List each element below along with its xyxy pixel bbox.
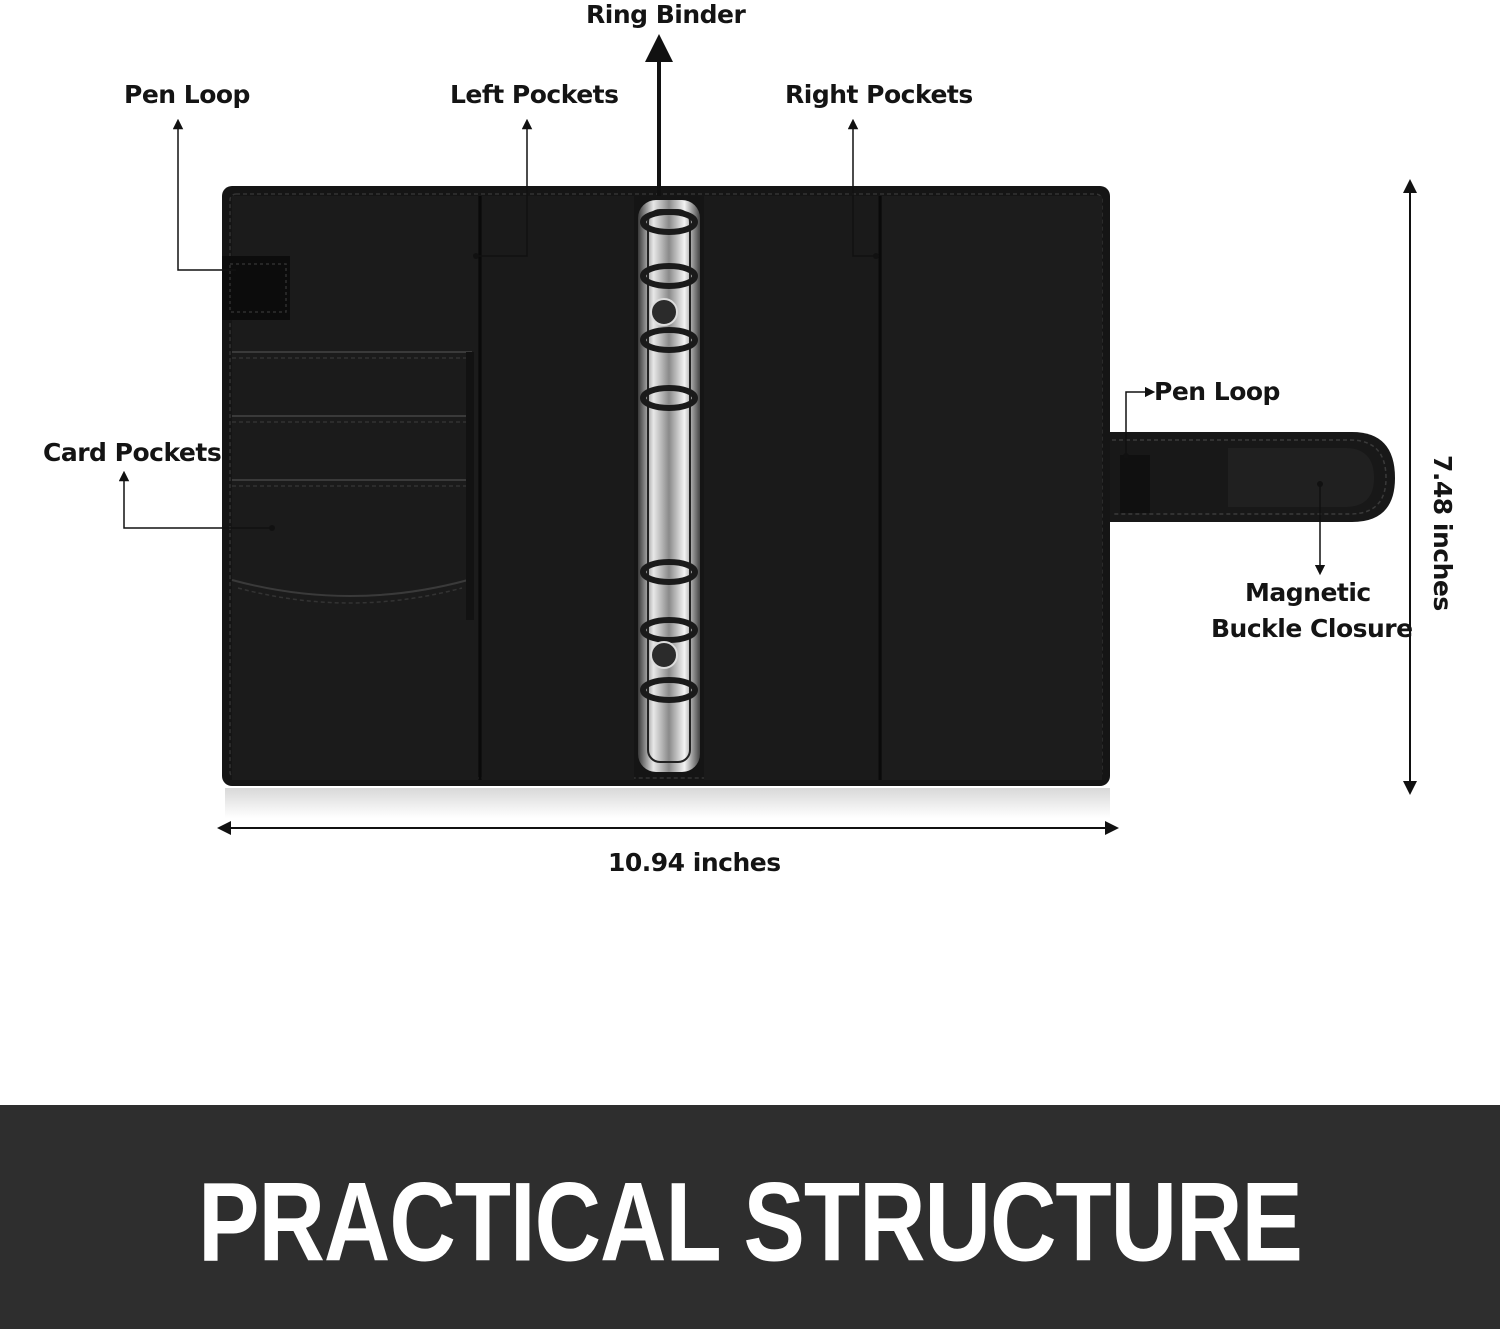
left-pen-loop-shape	[222, 256, 290, 320]
banner-title: PRACTICAL STRUCTURE	[198, 1160, 1303, 1285]
binder-reflection	[225, 788, 1110, 818]
right-inner-pocket	[704, 196, 880, 780]
product-diagram: Ring Binder Pen Loop Left Pockets Right …	[43, 0, 1457, 877]
card-pockets-label: Card Pockets	[43, 438, 222, 467]
magnetic-label-line2: Buckle Closure	[1211, 614, 1413, 643]
height-dimension-label: 7.48 inches	[1428, 455, 1457, 611]
card-pocket-shapes	[231, 351, 474, 620]
magnetic-label-line1: Magnetic	[1245, 578, 1371, 607]
right-cover-panel	[882, 196, 1102, 780]
binder-illustration	[118, 34, 1417, 835]
ring-binder-mechanism	[638, 200, 700, 772]
left-inner-pocket	[482, 196, 634, 780]
right-pockets-label: Right Pockets	[785, 80, 973, 109]
magnetic-buckle-strap	[1105, 432, 1395, 522]
ring-binder-label: Ring Binder	[586, 0, 746, 29]
width-dimension-label: 10.94 inches	[608, 848, 781, 877]
left-pockets-label: Left Pockets	[450, 80, 619, 109]
title-banner: PRACTICAL STRUCTURE	[0, 1105, 1500, 1329]
pen-loop-right-label: Pen Loop	[1154, 377, 1280, 406]
pen-loop-left-label: Pen Loop	[124, 80, 250, 109]
